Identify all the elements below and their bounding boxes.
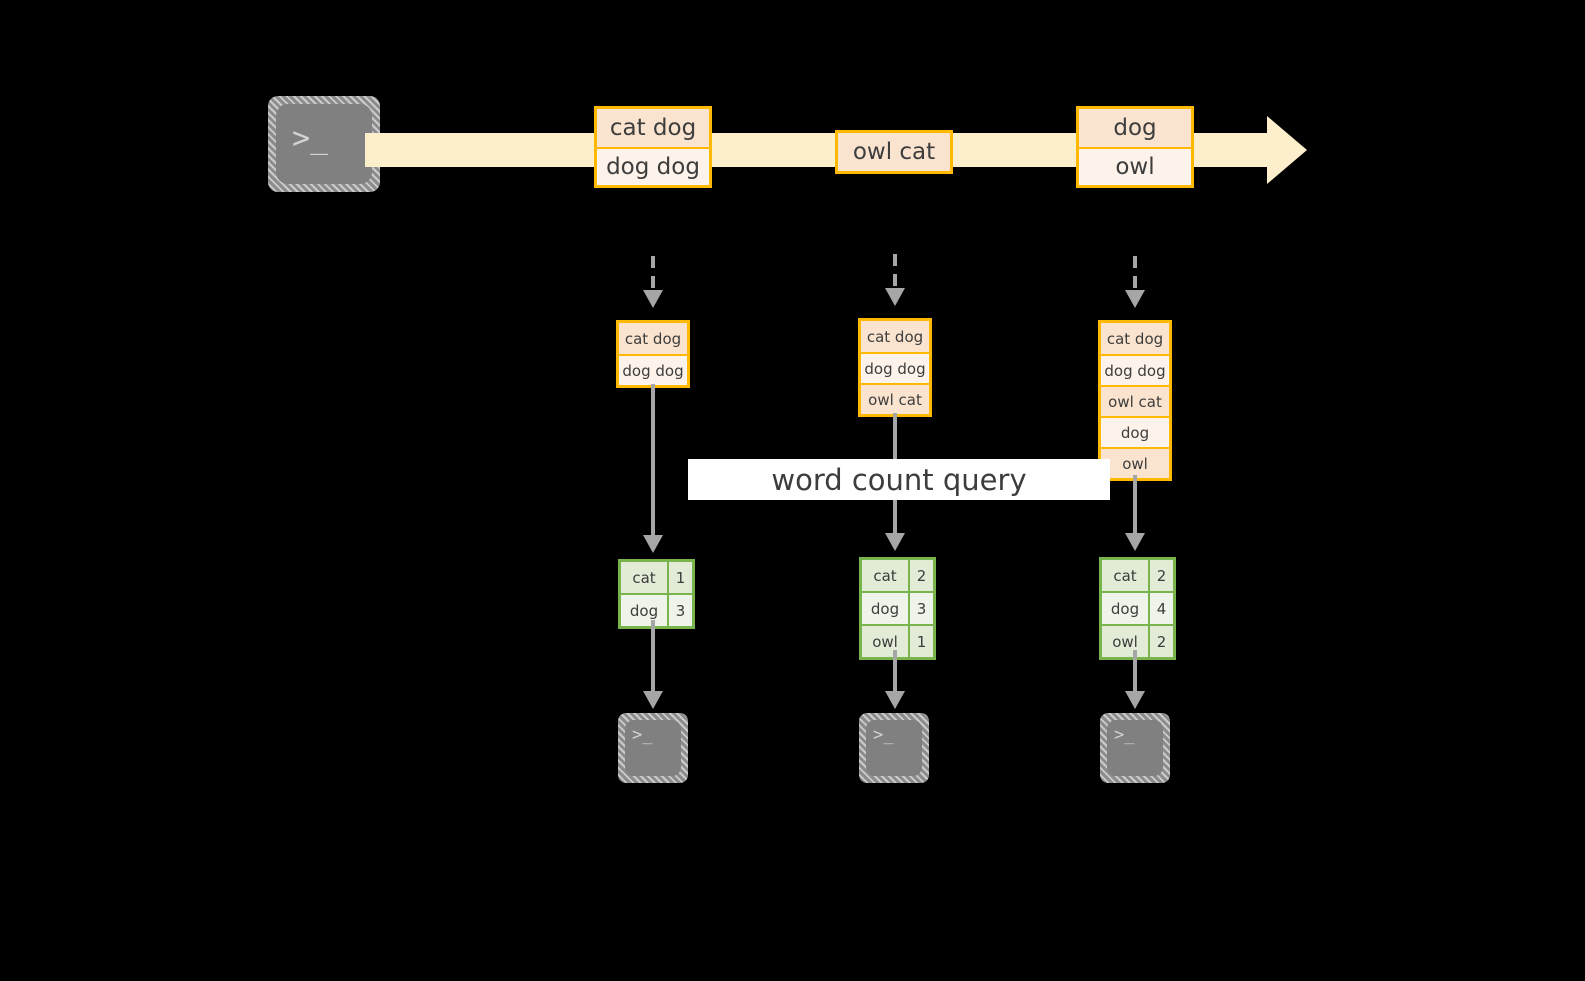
input-row: owl [1101,447,1169,478]
query-label: word count query [688,459,1110,500]
result-word: cat [862,560,908,591]
result-count: 2 [1148,560,1173,591]
trigger-connector-arrowhead [885,288,905,306]
table-row: dog 4 [1102,591,1173,624]
table-row: owl 1 [862,624,933,657]
query-connector-arrowhead [1125,533,1145,551]
trigger-connector-dashed [651,256,655,294]
table-row: dog 3 [862,591,933,624]
table-row: owl 2 [1102,624,1173,657]
input-row: cat dog [619,323,687,354]
terminal-prompt-glyph: >_ [292,121,329,156]
stream-arrow-icon-head [1267,116,1307,184]
query-connector [651,384,655,539]
event-line: dog dog [597,147,709,185]
terminal-screen [1107,720,1163,776]
sink-connector-arrowhead [885,691,905,709]
trigger-1-result-table: cat 1 dog 3 [618,559,695,629]
input-row: cat dog [1101,323,1169,354]
sink-connector [651,620,655,695]
query-connector-arrowhead [885,533,905,551]
trigger-3-input-state: cat dog dog dog owl cat dog owl [1098,320,1172,481]
event-line: owl cat [838,133,950,171]
result-word: dog [862,593,908,624]
result-word: cat [1102,560,1148,591]
event-group-2: owl cat [835,130,953,174]
result-word: dog [621,595,667,626]
result-count: 2 [908,560,933,591]
sink-connector [1133,650,1137,695]
sink-connector-arrowhead [1125,691,1145,709]
event-group-1: cat dog dog dog [594,106,712,188]
result-count: 4 [1148,593,1173,624]
result-word: dog [1102,593,1148,624]
event-group-3: dog owl [1076,106,1194,188]
terminal-icon-sink-2: >_ [859,713,929,783]
trigger-3-result-table: cat 2 dog 4 owl 2 [1099,557,1176,660]
sink-connector-arrowhead [643,691,663,709]
input-row: dog [1101,416,1169,447]
terminal-screen [276,104,372,184]
event-line: owl [1079,147,1191,185]
input-row: cat dog [861,321,929,352]
result-count: 1 [667,562,692,593]
terminal-icon-sink-3: >_ [1100,713,1170,783]
result-count: 3 [667,595,692,626]
result-word: cat [621,562,667,593]
query-connector-arrowhead [643,535,663,553]
event-line: dog [1079,109,1191,147]
table-row: dog 3 [621,593,692,626]
input-row: dog dog [619,354,687,385]
trigger-connector-arrowhead [1125,290,1145,308]
terminal-screen [625,720,681,776]
query-connector [1133,475,1137,537]
event-line: cat dog [597,109,709,147]
trigger-2-input-state: cat dog dog dog owl cat [858,318,932,417]
trigger-1-input-state: cat dog dog dog [616,320,690,388]
input-row: dog dog [1101,354,1169,385]
sink-connector [893,650,897,695]
input-row: owl cat [1101,385,1169,416]
terminal-prompt-glyph: >_ [632,725,653,745]
table-row: cat 1 [621,562,692,593]
result-word: owl [1102,626,1148,657]
input-row: dog dog [861,352,929,383]
terminal-icon-sink-1: >_ [618,713,688,783]
trigger-2-result-table: cat 2 dog 3 owl 1 [859,557,936,660]
terminal-prompt-glyph: >_ [1114,725,1135,745]
result-word: owl [862,626,908,657]
trigger-connector-dashed [893,254,897,292]
terminal-screen [866,720,922,776]
table-row: cat 2 [862,560,933,591]
trigger-connector-dashed [1133,256,1137,294]
terminal-prompt-glyph: >_ [873,725,894,745]
result-count: 3 [908,593,933,624]
input-row: owl cat [861,383,929,414]
terminal-icon-source: >_ [268,96,380,192]
result-count: 1 [908,626,933,657]
table-row: cat 2 [1102,560,1173,591]
result-count: 2 [1148,626,1173,657]
trigger-connector-arrowhead [643,290,663,308]
